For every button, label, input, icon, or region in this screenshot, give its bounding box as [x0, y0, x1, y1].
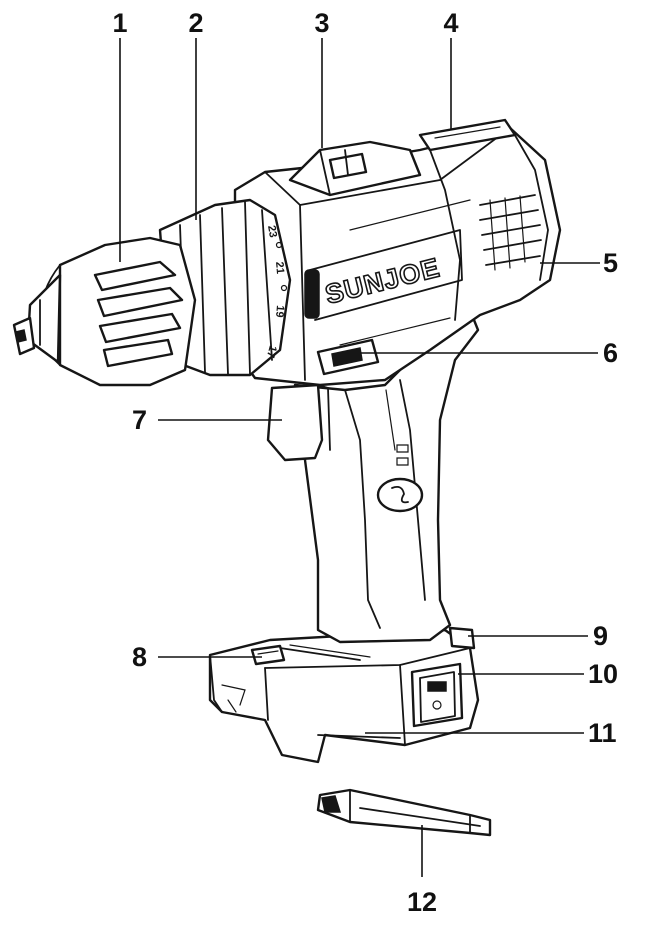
torque-adjustment-ring: 23 21 19 17	[158, 198, 292, 377]
callout-9: 9	[593, 621, 608, 651]
battery-release-button	[250, 644, 286, 666]
callout-12: 12	[407, 887, 437, 917]
rear-cap	[418, 118, 517, 152]
keyless-chuck	[26, 236, 197, 387]
callout-5: 5	[603, 248, 618, 278]
belt-hook-mount	[448, 626, 476, 650]
dial-mark-4: 17	[264, 344, 279, 359]
air-vents	[479, 194, 542, 271]
drill-handle	[293, 308, 480, 644]
clutch-dial: 23 21 19 17	[264, 224, 288, 359]
callout-4: 4	[443, 8, 458, 38]
drill-illustration: SUNJOE 23 21 19 17	[12, 118, 562, 837]
callout-7: 7	[132, 405, 147, 435]
installed-bit-tip	[12, 316, 36, 356]
callout-1: 1	[112, 8, 127, 38]
dial-mark-1: 23	[265, 224, 279, 238]
callout-11: 11	[588, 718, 617, 748]
direction-selector	[316, 338, 380, 376]
dial-mark-3: 19	[273, 305, 286, 318]
screwdriver-bit	[316, 788, 492, 837]
callout-6: 6	[603, 338, 618, 368]
battery-base	[208, 628, 480, 764]
callout-10: 10	[588, 659, 618, 689]
battery-indicator	[410, 662, 464, 728]
leader-lines	[119, 38, 600, 877]
callout-numbers: 1 2 3 4 5 6 7 8 9 10 11 12	[112, 8, 618, 917]
motor-housing	[233, 126, 562, 387]
callout-8: 8	[132, 642, 147, 672]
callout-3: 3	[314, 8, 329, 38]
dial-mark-2: 21	[273, 261, 286, 274]
callout-2: 2	[188, 8, 203, 38]
speed-selector	[288, 140, 422, 197]
